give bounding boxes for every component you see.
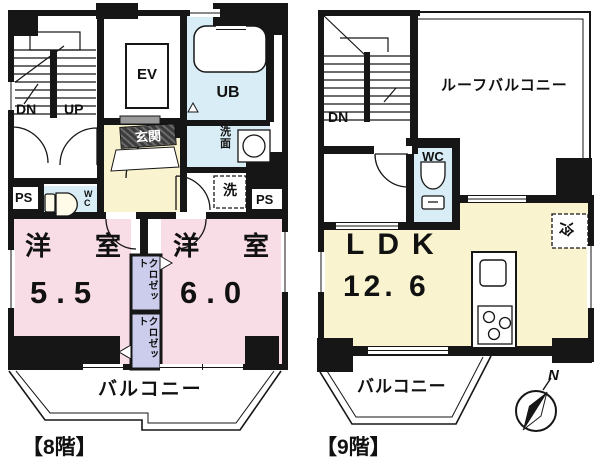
closet-door-marker (118, 344, 132, 360)
kitchen-sink-icon (479, 259, 507, 287)
pipe-space-left-box (11, 185, 40, 211)
pipe-space-right-label: PS (256, 192, 274, 207)
ldk-name-label: LDK (346, 228, 447, 261)
stairs-down-label-8f: DN (16, 101, 37, 117)
floor9-plan (317, 10, 595, 432)
stairs-icon (321, 13, 410, 121)
room2-size-label: 6.0 (180, 275, 251, 310)
closet2-area (129, 311, 163, 371)
door-gap (374, 146, 412, 154)
washbasin-icon (237, 129, 271, 163)
laundry-label: 洗 (223, 182, 237, 198)
unit-bath-label: UB (216, 84, 240, 101)
entrance-label: 玄関 (119, 123, 177, 149)
stairs-down-label-9f: DN (328, 109, 349, 125)
kitchen-counter (471, 251, 517, 349)
stairs-up-label-8f: UP (64, 101, 84, 117)
elevator-door-icon (119, 115, 161, 125)
room1-name-label: 洋室 (25, 231, 166, 261)
balcony-label-8f: バルコニー (98, 379, 203, 400)
elevator-label: EV (136, 66, 157, 83)
floor9-caption: 【9階】 (316, 436, 391, 459)
washbasin-label: 洗面 (220, 126, 231, 150)
balcony-8f-outline (8, 370, 282, 431)
floor8-caption: 【8階】 (22, 436, 97, 459)
compass-north-label: N (548, 367, 559, 384)
roof-balcony-railing (418, 11, 591, 193)
pipe-space-left-label: PS (15, 190, 33, 205)
compass-icon (515, 377, 557, 432)
ldk-size-label: 12. 6 (343, 270, 430, 303)
roof-balcony-label: ルーフバルコニー (441, 77, 568, 94)
laundry-icon (213, 175, 247, 209)
closet1-label: クロゼット (136, 258, 157, 302)
ldk-area (324, 203, 588, 346)
room1-size-label: 5.5 (30, 275, 101, 310)
windows-9f (317, 196, 595, 354)
stairs-icon (9, 31, 96, 115)
balcony-label-9f: バルコニー (357, 377, 447, 396)
pipe-space-right-box (250, 187, 284, 211)
door-gap (176, 212, 206, 219)
closet1-area (129, 253, 163, 313)
toilet-icon (420, 161, 446, 210)
toilet-icon (44, 192, 78, 217)
floor8-plan (7, 3, 289, 431)
bath-door-marker (187, 101, 199, 113)
refrigerator-icon (551, 213, 589, 249)
windows-8f (7, 9, 289, 371)
closet2-label: クロゼット (136, 316, 157, 360)
closet-door-marker (159, 255, 173, 271)
door-gap (106, 212, 136, 219)
refrigerator-label: 冷 (557, 221, 575, 238)
elevator-shaft (125, 43, 169, 109)
door-arc-icon (374, 153, 409, 188)
entrance-step (110, 146, 180, 172)
room2-name-label: 洋室 (173, 231, 314, 261)
wc-label-8f: WC (84, 189, 93, 209)
wc-label-9f: WC (422, 149, 444, 164)
stove-icon (477, 305, 513, 345)
balcony-9f-outline (319, 355, 492, 425)
